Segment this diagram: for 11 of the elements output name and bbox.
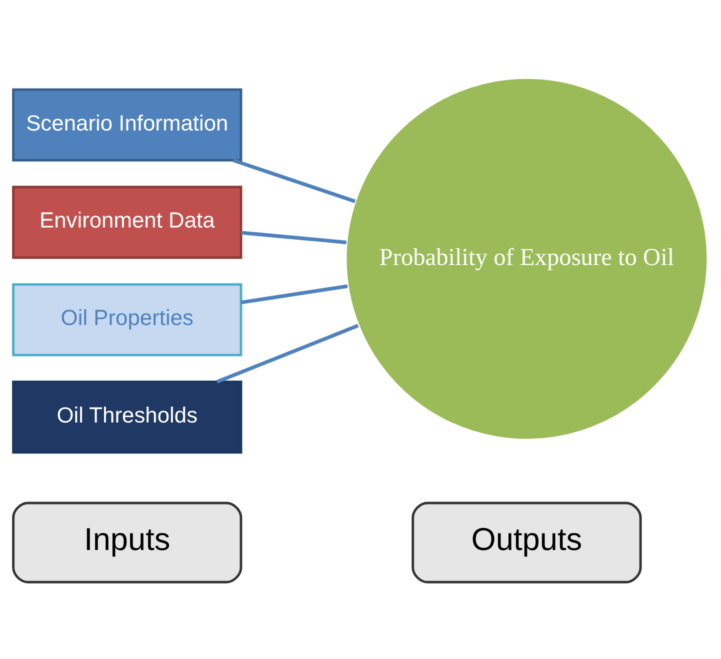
connector <box>240 284 348 304</box>
connector <box>240 230 347 244</box>
node-box: Scenario Information <box>12 88 242 161</box>
connector <box>216 323 359 384</box>
connector <box>232 158 356 203</box>
node-box: Oil Properties <box>12 282 242 356</box>
node-box: Environment Data <box>12 185 242 258</box>
node-box: Outputs <box>412 501 642 583</box>
node-box: Oil Thresholds <box>12 380 242 454</box>
node-circle: Probability of Exposure to Oil <box>344 76 710 441</box>
node-box: Inputs <box>12 501 242 583</box>
